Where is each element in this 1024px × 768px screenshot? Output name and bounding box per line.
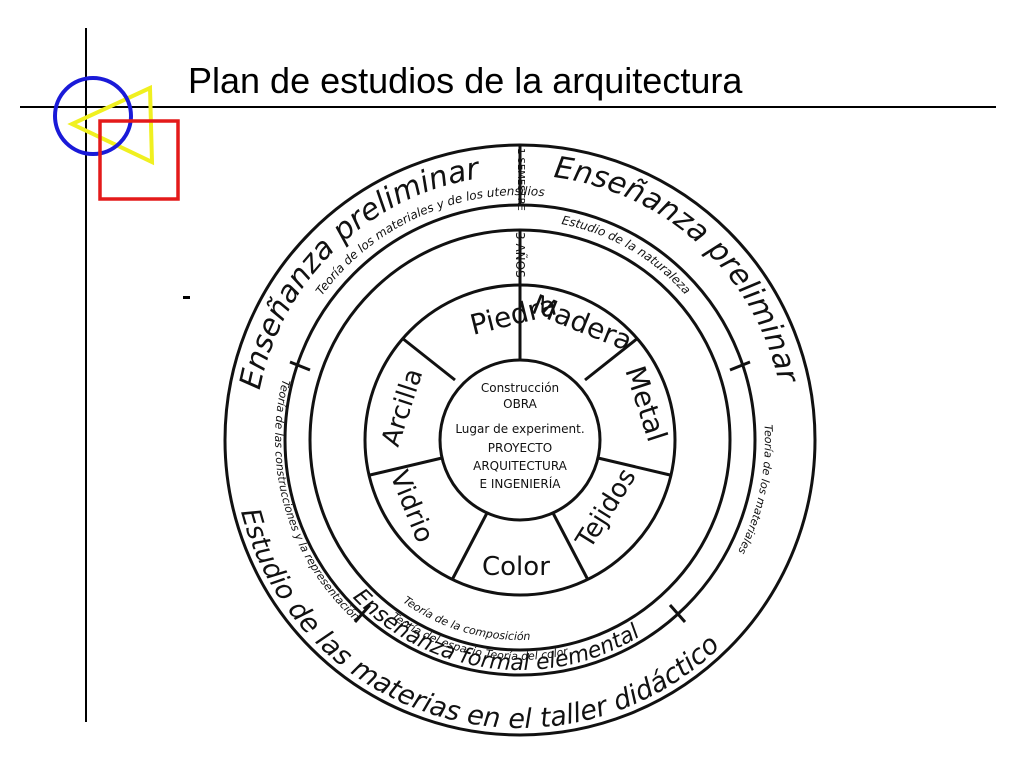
duration-mid-label: 3 AÑOS [513,232,528,278]
separator-line [289,360,311,372]
horizontal-rule [20,106,996,108]
bauhaus-logo [53,76,180,201]
separator-line [369,456,443,477]
separator-line [668,604,687,623]
logo-square [98,119,180,201]
curriculum-wheel: Enseñanza preliminar Enseñanza prelimina… [223,143,817,737]
center-line-1: Construcción [481,381,559,395]
material-arcilla: Arcilla [376,365,429,450]
separator-line [450,512,489,581]
separator-line [551,512,590,581]
logo-triangle [67,84,155,166]
vertical-rule [85,28,87,722]
center-line-2: OBRA [503,397,538,411]
separator-line [597,456,671,477]
material-tejidos: Tejidos [570,463,643,554]
separator-line [401,336,456,382]
page-title: Plan de estudios de la arquitectura [188,60,743,101]
center-line-5: ARQUITECTURA [473,459,568,473]
separator-line [729,360,751,372]
center-line-4: PROYECTO [488,441,552,455]
duration-top-label: 1 SEMESTRE [515,148,526,211]
material-metal: Metal [618,362,673,446]
material-vidrio: Vidrio [384,466,440,547]
separator-line [353,604,372,623]
material-color: Color [482,552,550,582]
center-line-6: E INGENIERÍA [480,476,562,491]
separators [289,145,751,623]
bullet-dash [183,296,190,299]
center-line-3: Lugar de experiment. [455,422,584,436]
logo-circle [53,76,133,156]
separator-line [584,336,639,382]
